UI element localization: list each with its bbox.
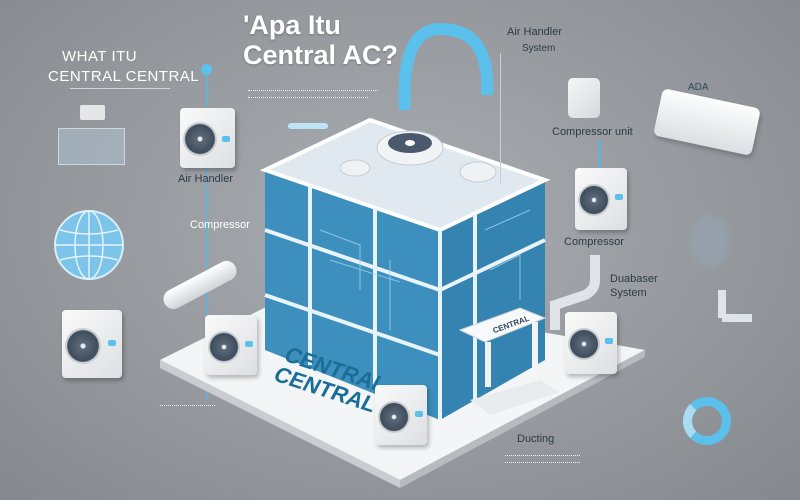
badge-icon [222, 136, 230, 142]
title-line-1: 'Apa Itu [243, 10, 341, 40]
label-air-handler: Air Handler [178, 173, 234, 185]
connector-line [598, 140, 600, 170]
connector-line [500, 53, 501, 183]
tag [288, 123, 328, 129]
badge-icon [605, 338, 613, 344]
connector-line [206, 70, 208, 400]
label-air-handler-system: Air Handler [507, 26, 563, 38]
label-ada: ADA [688, 82, 709, 93]
compressor-icon [568, 78, 600, 118]
fan-icon [568, 328, 600, 360]
label-compressor: Compressor [190, 219, 250, 231]
ac-outdoor-unit [180, 108, 235, 168]
label-ducting: Ducting [517, 433, 555, 445]
divider [70, 88, 170, 89]
label-compressor-right: Compressor [564, 236, 624, 248]
building-right-face [440, 180, 545, 420]
label-duabaser-system: System [610, 287, 647, 299]
text-placeholder [505, 455, 580, 458]
badge-icon [108, 340, 116, 346]
badge-icon [615, 194, 623, 200]
left-heading-line-1: WHAT ITU [62, 48, 138, 65]
badge-icon [245, 341, 253, 347]
globe-icon [54, 210, 124, 280]
ac-outdoor-unit [375, 385, 427, 445]
fan-icon [578, 184, 610, 216]
left-heading-line-2: CENTRAL CENTRAL [48, 68, 200, 85]
fan-icon [183, 122, 217, 156]
fan-icon [65, 328, 101, 364]
label-duabaser: Duabaser [610, 273, 658, 285]
ac-outdoor-unit [565, 312, 617, 374]
badge-icon [415, 411, 423, 417]
main-title: 'Apa Itu Central AC? [243, 10, 398, 70]
building-roof [259, 117, 551, 233]
info-card [58, 128, 125, 165]
panel-icon [80, 105, 105, 120]
node-icon [201, 64, 212, 75]
title-line-2: Central AC? [243, 40, 399, 70]
text-placeholder [160, 405, 215, 408]
ac-outdoor-unit [62, 310, 122, 378]
fan-icon [378, 401, 410, 433]
blurred-icon [690, 215, 730, 267]
text-placeholder [248, 97, 368, 100]
label-compressor-unit: Compressor unit [552, 126, 633, 138]
text-placeholder [505, 462, 580, 465]
donut-icon [683, 397, 731, 445]
fan-icon [208, 331, 240, 363]
ac-outdoor-unit [205, 315, 257, 375]
text-placeholder [248, 90, 378, 93]
label-system: System [522, 43, 556, 54]
ac-outdoor-unit [575, 168, 627, 230]
